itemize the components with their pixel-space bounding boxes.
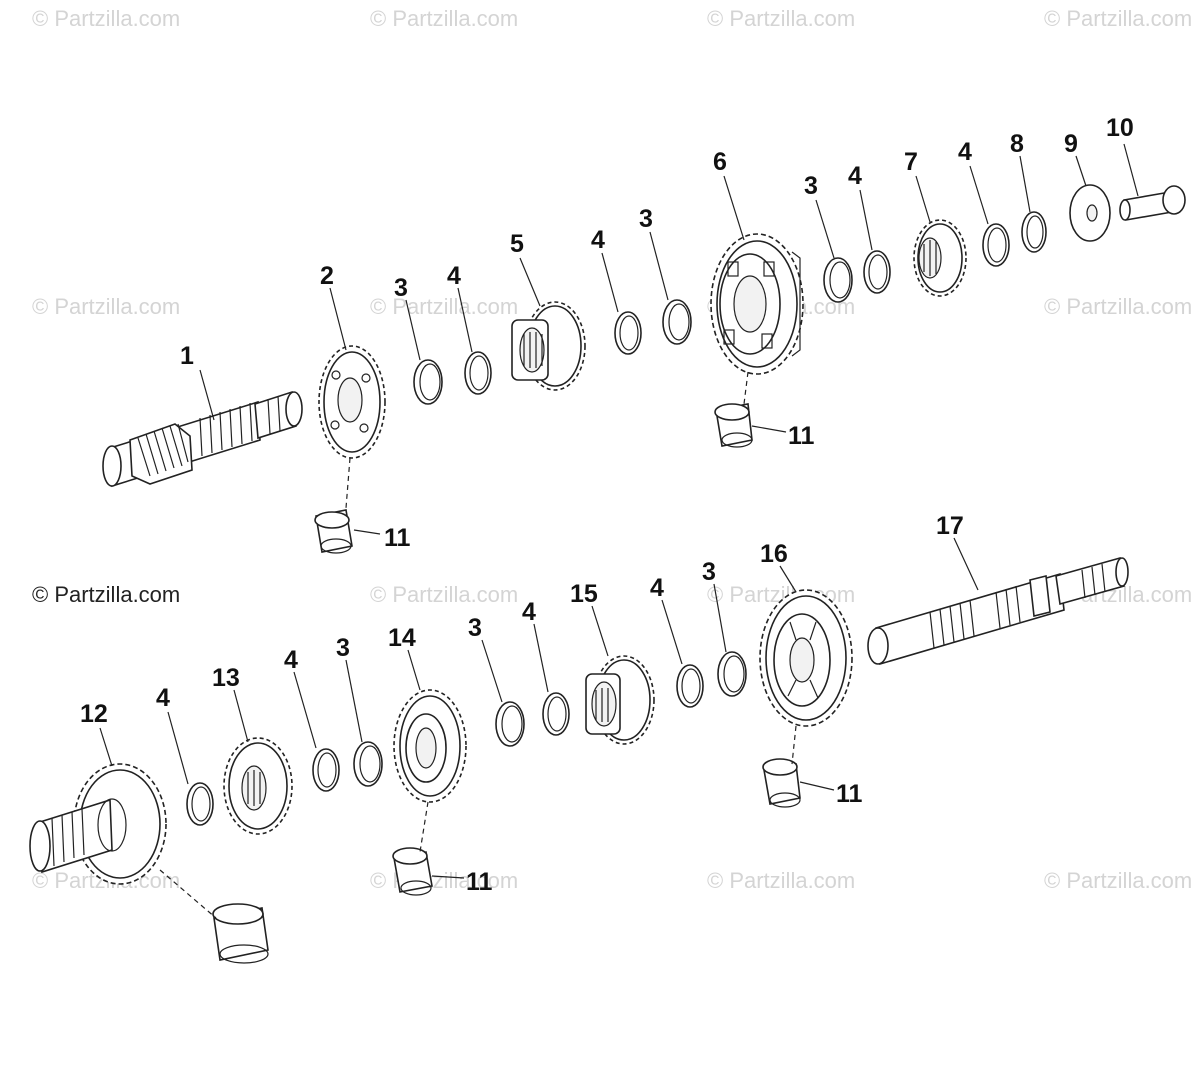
part-3-bushing[interactable] [413, 359, 443, 405]
callout-11: 11 [466, 868, 493, 896]
upper-leader-lines [199, 143, 1139, 535]
watermark-text: © Partzilla.com [1044, 6, 1192, 31]
part-17-output-shaft[interactable] [867, 556, 1129, 666]
callout-7: 7 [904, 148, 918, 176]
part-11-bushing[interactable] [314, 509, 353, 554]
watermark-text: © Partzilla.com [370, 868, 518, 893]
callout-4: 4 [284, 646, 298, 674]
part-11-bushing[interactable] [762, 758, 801, 808]
callout-11: 11 [836, 780, 863, 808]
callout-4: 4 [156, 684, 170, 712]
callout-4: 4 [522, 598, 536, 626]
callout-6: 6 [713, 148, 727, 176]
watermark-text: © Partzilla.com [707, 868, 855, 893]
copyright-label: © Partzilla.com [32, 582, 180, 607]
callout-8: 8 [1010, 130, 1024, 158]
callout-3: 3 [702, 558, 716, 586]
part-6-gear[interactable] [710, 233, 804, 375]
callout-3: 3 [639, 205, 653, 233]
part-4-snap-ring[interactable] [464, 351, 492, 395]
callout-2: 2 [320, 262, 334, 290]
part-11-bushing[interactable] [392, 847, 433, 896]
callout-16: 16 [760, 540, 788, 568]
callout-13: 13 [212, 664, 240, 692]
dashed-guide [791, 725, 797, 765]
dashed-guide [159, 869, 217, 919]
callout-11: 11 [788, 422, 815, 450]
watermark-text: © Partzilla.com [370, 6, 518, 31]
dashed-guide [419, 801, 429, 853]
callout-17: 17 [936, 512, 964, 540]
part-3-bushing[interactable] [717, 651, 747, 697]
watermark-text: © Partzilla.com [370, 582, 518, 607]
callout-3: 3 [468, 614, 482, 642]
part-11-bushing[interactable] [212, 903, 269, 964]
part-3-bushing[interactable] [823, 257, 853, 303]
lower-leader-lines [99, 537, 979, 879]
callout-5: 5 [510, 230, 524, 258]
part-1-input-shaft[interactable] [102, 390, 303, 488]
callout-4: 4 [447, 262, 461, 290]
part-12-gear[interactable] [29, 763, 167, 885]
part-4-snap-ring[interactable] [676, 664, 704, 708]
watermark-grid: © Partzilla.com © Partzilla.com © Partzi… [32, 6, 1192, 893]
watermark-text: © Partzilla.com [707, 6, 855, 31]
lower-callouts: 12 4 13 4 3 14 3 4 15 4 3 16 17 11 11 [80, 512, 964, 896]
watermark-text: © Partzilla.com [32, 294, 180, 319]
callout-12: 12 [80, 700, 108, 728]
part-8-snap-ring[interactable] [1021, 211, 1047, 253]
part-4-snap-ring[interactable] [982, 223, 1010, 267]
part-4-snap-ring[interactable] [312, 748, 340, 792]
part-13-gear[interactable] [223, 737, 293, 835]
part-11-bushing[interactable] [714, 403, 753, 448]
callout-9: 9 [1064, 130, 1078, 158]
part-15-gear[interactable] [585, 655, 655, 745]
callout-3: 3 [336, 634, 350, 662]
callout-4: 4 [848, 162, 862, 190]
callout-4: 4 [591, 226, 605, 254]
part-3-bushing[interactable] [662, 299, 692, 345]
part-4-snap-ring[interactable] [614, 311, 642, 355]
callout-1: 1 [180, 342, 194, 370]
callout-4: 4 [958, 138, 972, 166]
watermark-text: © Partzilla.com [1044, 868, 1192, 893]
part-3-bushing[interactable] [495, 701, 525, 747]
watermark-text: © Partzilla.com [370, 294, 518, 319]
part-4-snap-ring[interactable] [542, 692, 570, 736]
part-9-washer[interactable] [1069, 184, 1111, 242]
part-4-snap-ring[interactable] [863, 250, 891, 294]
callout-3: 3 [394, 274, 408, 302]
part-10-bolt[interactable] [1119, 185, 1186, 221]
dashed-guide [743, 371, 749, 405]
part-14-gear[interactable] [393, 689, 467, 803]
callout-4: 4 [650, 574, 664, 602]
callout-14: 14 [388, 624, 416, 652]
part-4-snap-ring[interactable] [186, 782, 214, 826]
callout-15: 15 [570, 580, 598, 608]
callout-10: 10 [1106, 114, 1134, 142]
watermark-text: © Partzilla.com [32, 6, 180, 31]
part-2-gear[interactable] [318, 345, 386, 459]
dashed-guide [345, 457, 351, 509]
part-7-gear[interactable] [913, 219, 967, 297]
part-5-gear[interactable] [511, 301, 586, 391]
watermark-text: © Partzilla.com [1044, 294, 1192, 319]
part-16-gear[interactable] [759, 589, 853, 727]
callout-3: 3 [804, 172, 818, 200]
part-3-bushing[interactable] [353, 741, 383, 787]
callout-11: 11 [384, 524, 411, 552]
upper-callouts: 1 2 3 4 5 4 3 6 3 4 7 4 8 9 10 11 11 [180, 114, 1134, 552]
